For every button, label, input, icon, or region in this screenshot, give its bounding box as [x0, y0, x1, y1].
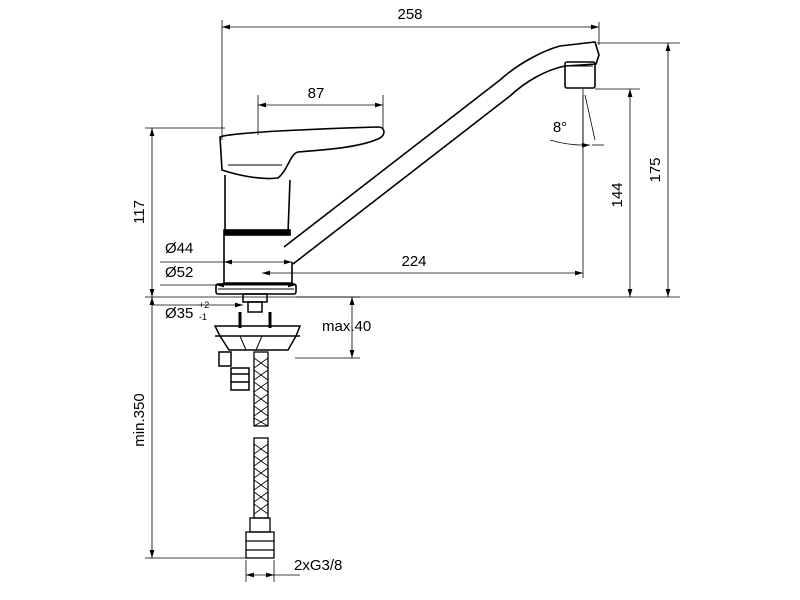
label-175: 175 [647, 157, 664, 182]
dimension-lines [145, 20, 680, 582]
dimension-labels: 258 87 8° 117 175 144 224 Ø44 Ø52 Ø35 +2… [131, 6, 664, 574]
hose-fitting-top [218, 351, 232, 367]
label-d44: Ø44 [165, 240, 193, 257]
label-d52: Ø52 [165, 264, 193, 281]
label-g38: 2xG3/8 [294, 557, 342, 574]
mounting-hardware [213, 293, 302, 391]
valve-body [224, 175, 291, 234]
body-band [223, 229, 291, 236]
label-tol-minus: -1 [199, 312, 207, 322]
hose-end-fitting [249, 517, 271, 533]
lever-handle [219, 126, 385, 180]
label-258: 258 [397, 6, 422, 23]
label-117: 117 [131, 200, 148, 224]
aerator [564, 61, 596, 89]
label-tol-plus: +2 [199, 300, 209, 310]
label-max40: max.40 [322, 318, 371, 335]
label-224: 224 [401, 253, 426, 270]
label-87: 87 [308, 85, 325, 102]
spout [283, 41, 600, 265]
label-8deg: 8° [553, 119, 567, 136]
label-min350: min.350 [131, 393, 148, 446]
flexible-hose [245, 351, 275, 559]
angle-arc-8deg [549, 139, 591, 148]
label-144: 144 [609, 182, 626, 207]
label-d35: Ø35 [165, 305, 193, 322]
